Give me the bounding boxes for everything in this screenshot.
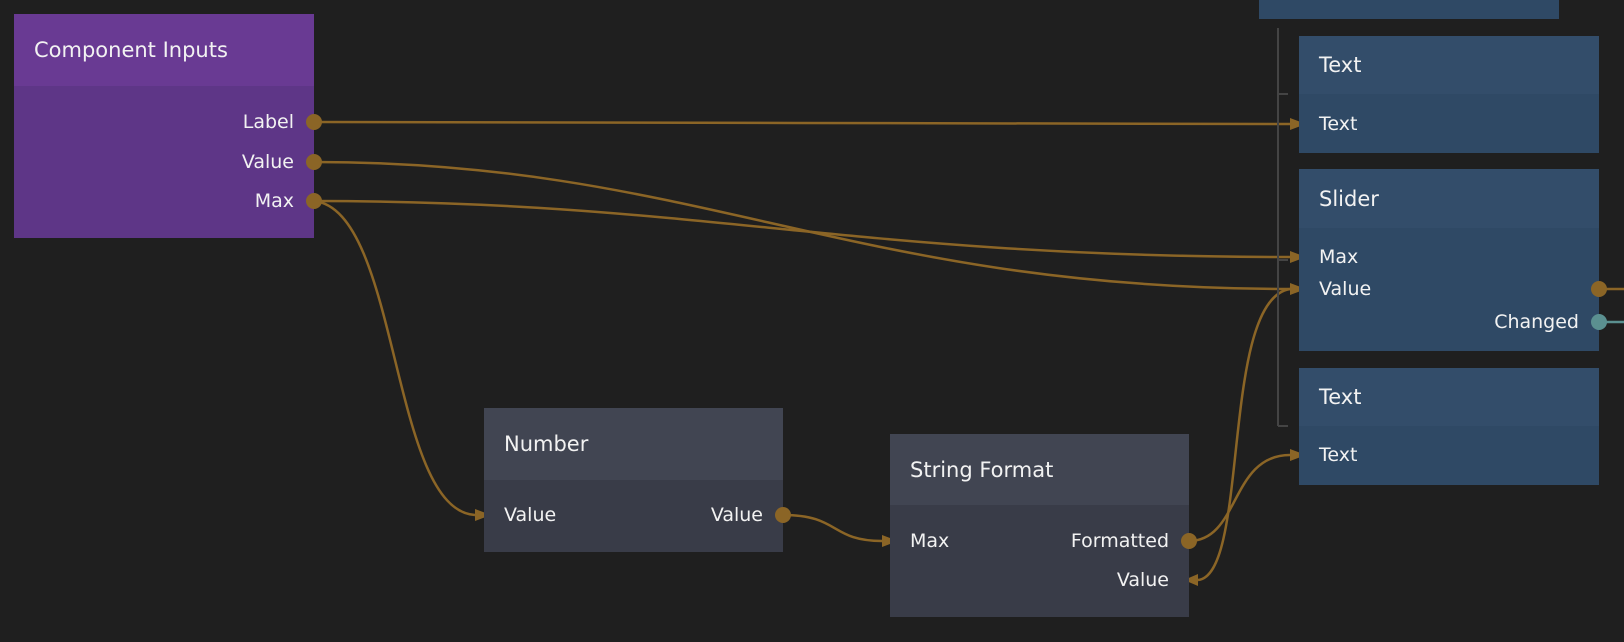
string-format-node[interactable]: String Format Max Formatted Value [890, 434, 1189, 617]
port-changed: Changed [1494, 311, 1579, 333]
port-dot-icon[interactable] [1591, 281, 1607, 297]
port-value-in: Value [504, 504, 557, 526]
wire-max-to-slider-max [313, 199, 1291, 259]
port-max: Max [1319, 246, 1359, 268]
port-label: Label [242, 111, 294, 133]
port-text: Text [1319, 113, 1358, 135]
port-formatted: Formatted [1070, 530, 1169, 552]
group-bracket [1277, 28, 1288, 427]
port-max: Max [910, 530, 950, 552]
slider-node[interactable]: Slider Max Value Changed [1299, 169, 1599, 351]
wire-max-to-number [313, 199, 476, 517]
port-max: Max [254, 190, 294, 212]
wire-value-to-slider-value [313, 160, 1291, 291]
port-value: Value [1116, 569, 1169, 591]
node-title: Number [484, 408, 783, 480]
node-title: Text [1299, 368, 1599, 426]
port-dot-icon[interactable] [1591, 314, 1607, 330]
text-node-2[interactable]: Text Text [1299, 368, 1599, 485]
port-dot-icon[interactable] [306, 154, 322, 170]
node-title: String Format [890, 434, 1189, 505]
port-text: Text [1319, 444, 1358, 466]
node-title: Component Inputs [14, 14, 314, 86]
port-value: Value [241, 151, 294, 173]
wire-label-to-text [313, 120, 1291, 126]
wire-number-to-stringformat [782, 513, 883, 543]
wire-formatted-to-text [1188, 453, 1291, 543]
port-dot-icon[interactable] [775, 507, 791, 523]
number-node[interactable]: Number Value Value [484, 408, 783, 552]
text-node-1[interactable]: Text Text [1299, 36, 1599, 153]
port-dot-icon[interactable] [306, 193, 322, 209]
component-inputs-node[interactable]: Component Inputs Label Value Max [14, 14, 314, 238]
partial-node[interactable] [1259, 0, 1559, 19]
port-value: Value [1319, 278, 1372, 300]
port-dot-icon[interactable] [306, 114, 322, 130]
node-title: Text [1299, 36, 1599, 94]
wire-slider-value-to-stringformat-value [1197, 287, 1291, 582]
port-dot-icon[interactable] [1181, 533, 1197, 549]
node-title: Slider [1299, 169, 1599, 228]
port-value-out: Value [710, 504, 763, 526]
